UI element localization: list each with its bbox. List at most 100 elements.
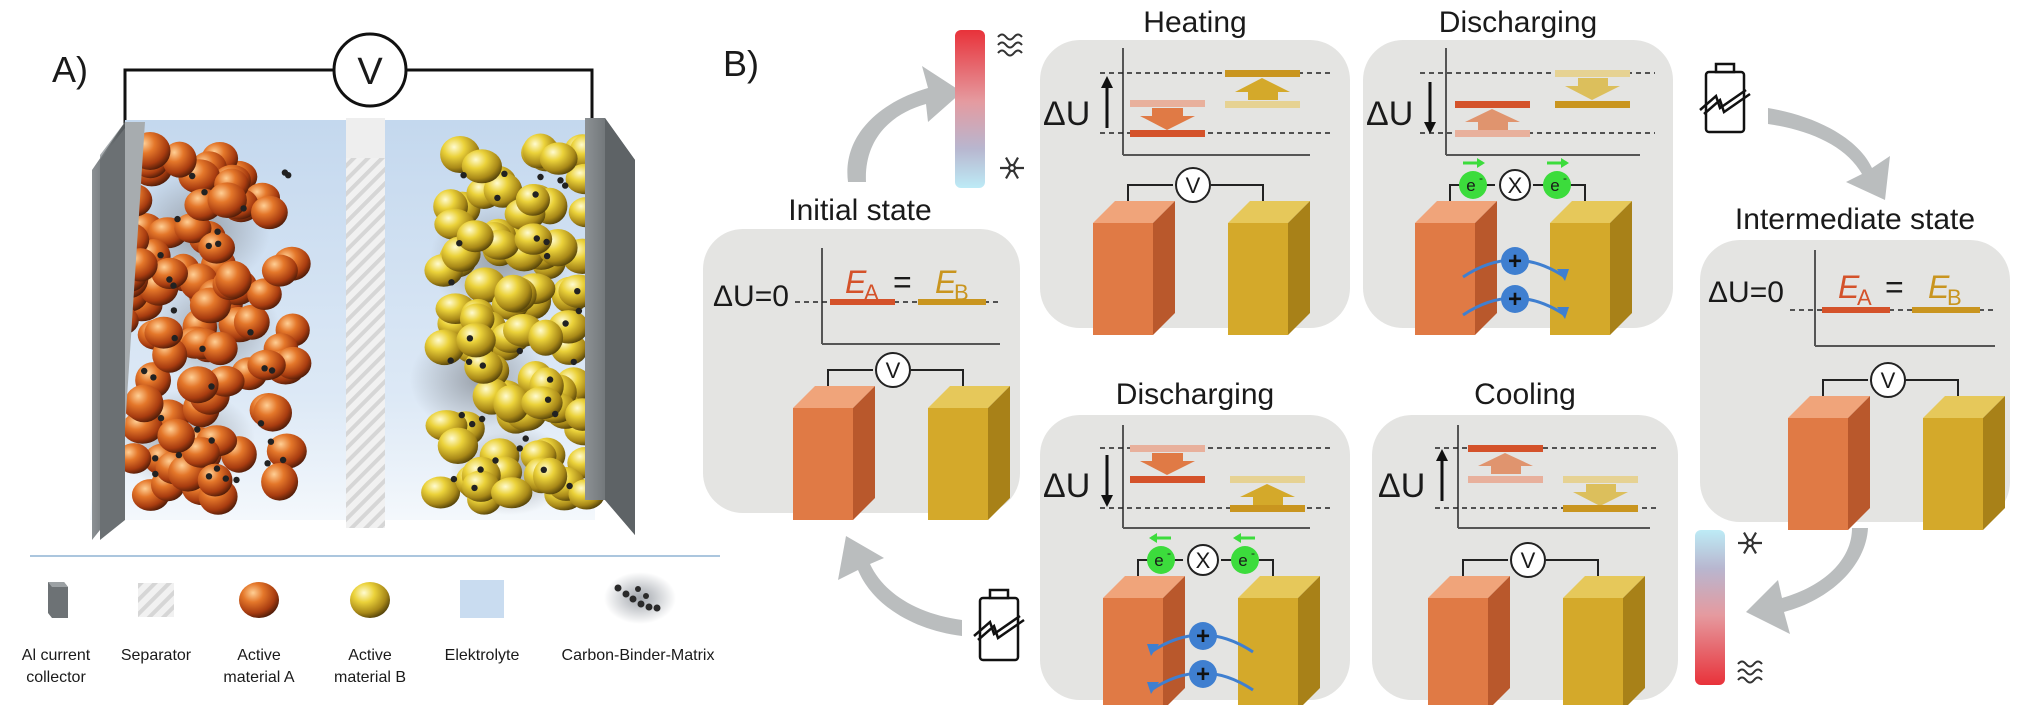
carbon-dot: [247, 329, 254, 336]
carbon-dot: [557, 177, 564, 184]
intermediate-state-energy-diagram: ΔU=0 E A = E B: [1708, 250, 1995, 347]
electron-direction-arrowhead: [1233, 533, 1241, 543]
carbon-dot: [516, 347, 523, 355]
panel-b: B): [703, 6, 2010, 705]
carbon-dot: [170, 282, 177, 289]
carbon-dot: [199, 345, 206, 352]
material-b-particle: [491, 477, 533, 509]
separator-symbol: X: [1196, 548, 1211, 573]
svg-text:ΔU=0: ΔU=0: [1708, 276, 1784, 309]
electrode-top: [1923, 396, 2005, 418]
electron-icon: [1543, 171, 1571, 199]
carbon-dot: [575, 307, 583, 315]
separator-circle: [1187, 544, 1219, 576]
cell: V: [1788, 362, 2005, 530]
material-b-particle: [456, 220, 494, 253]
svg-text:A: A: [864, 280, 879, 305]
snowflake-icon: [1000, 157, 1024, 179]
electrode-side: [1623, 576, 1645, 705]
carbon-dot: [479, 362, 486, 369]
carbon-dot: [450, 475, 458, 483]
initial-state-energy-diagram: ΔU=0 E A = E B: [713, 248, 1000, 345]
material-a-particle: [151, 257, 188, 289]
electrode-front: [1228, 223, 1288, 335]
svg-text:B: B: [954, 280, 969, 305]
electrode-side: [1848, 396, 1870, 530]
snowflake-icon: [1738, 532, 1762, 554]
electrode-side: [1288, 201, 1310, 335]
svg-text:ΔU=0: ΔU=0: [713, 280, 789, 313]
material-a-particle: [251, 195, 288, 230]
arrow-intermediate-to-cooling: [1746, 528, 1868, 634]
carbon-dot: [466, 335, 474, 342]
material-a-particle: [215, 260, 252, 299]
ion-icon: [1501, 247, 1529, 275]
electrode-top: [1788, 396, 1870, 418]
electrode-front: [928, 408, 988, 520]
voltmeter-symbol: V: [1881, 368, 1896, 393]
electrode-top: [793, 386, 875, 408]
svg-text:collector: collector: [26, 669, 86, 686]
electrode-front: [793, 408, 853, 520]
electron-charge: -: [1479, 171, 1483, 185]
svg-text:E: E: [1838, 269, 1860, 305]
electrode-top: [1228, 201, 1310, 223]
material-b-particle: [437, 427, 479, 464]
material-a-particle: [253, 394, 292, 432]
carbon-dot: [279, 456, 287, 464]
material-a-particle: [116, 443, 152, 474]
material-a-particle: [177, 366, 219, 404]
cell: V: [793, 352, 1010, 520]
electrode-side: [1298, 576, 1320, 705]
ion-icon: [1501, 285, 1529, 313]
carbon-dot: [543, 252, 551, 260]
arrow-discharging-to-intermediate: [1768, 108, 1890, 200]
electrode-front: [1415, 223, 1475, 335]
panel-a: A) V: [22, 32, 720, 686]
legend: Al current collector Separator Active ma…: [22, 572, 714, 686]
carbon-dot: [522, 435, 529, 442]
electron-charge: -: [1563, 171, 1567, 185]
material-a-particle: [124, 384, 164, 423]
electron-icon: [1459, 171, 1487, 199]
electrode-front: [1788, 418, 1848, 530]
electron-direction-arrowhead: [1561, 158, 1569, 168]
legend-item-collector: Al current collector: [22, 582, 91, 686]
carbon-dot: [533, 235, 540, 242]
carbon-dot: [566, 482, 573, 490]
svg-text:ΔU: ΔU: [1043, 467, 1090, 505]
cell: Xe-e-++: [1415, 158, 1632, 335]
carbon-dot: [205, 242, 212, 250]
material-a-particle: [157, 418, 195, 453]
battery-charge-icon: [973, 588, 1025, 662]
carbon-dot: [456, 240, 463, 247]
material-a-particle: [197, 463, 233, 497]
carbon-dot: [157, 252, 164, 259]
ion-symbol: +: [1196, 661, 1210, 688]
carbon-dot: [447, 357, 454, 364]
electrode-front: [1550, 223, 1610, 335]
material-b-particle: [514, 223, 553, 255]
title-cooling: Cooling: [1474, 378, 1576, 411]
electron-symbol: e: [1238, 551, 1247, 570]
carbon-dot: [152, 470, 159, 478]
carbon-dot: [205, 473, 213, 480]
electrode-side: [988, 386, 1010, 520]
carbon-dot: [170, 307, 178, 314]
title-heating: Heating: [1143, 6, 1246, 39]
svg-text:material A: material A: [223, 669, 294, 686]
electrode-top: [1415, 201, 1497, 223]
material-a-particle: [266, 433, 307, 469]
material-b-particle: [456, 323, 496, 358]
carbon-dot: [208, 437, 215, 444]
material-b-particle: [421, 476, 461, 509]
carbon-dot: [465, 358, 473, 365]
ion-path-arrowhead: [1147, 682, 1159, 694]
svg-text:Separator: Separator: [121, 647, 192, 664]
ion-path-arrowhead: [1147, 644, 1159, 656]
legend-item-electrolyte: Elektrolyte: [445, 580, 519, 664]
material-b-particle: [462, 470, 500, 502]
electron-symbol: e: [1466, 176, 1475, 195]
svg-text:ΔU: ΔU: [1366, 95, 1413, 133]
